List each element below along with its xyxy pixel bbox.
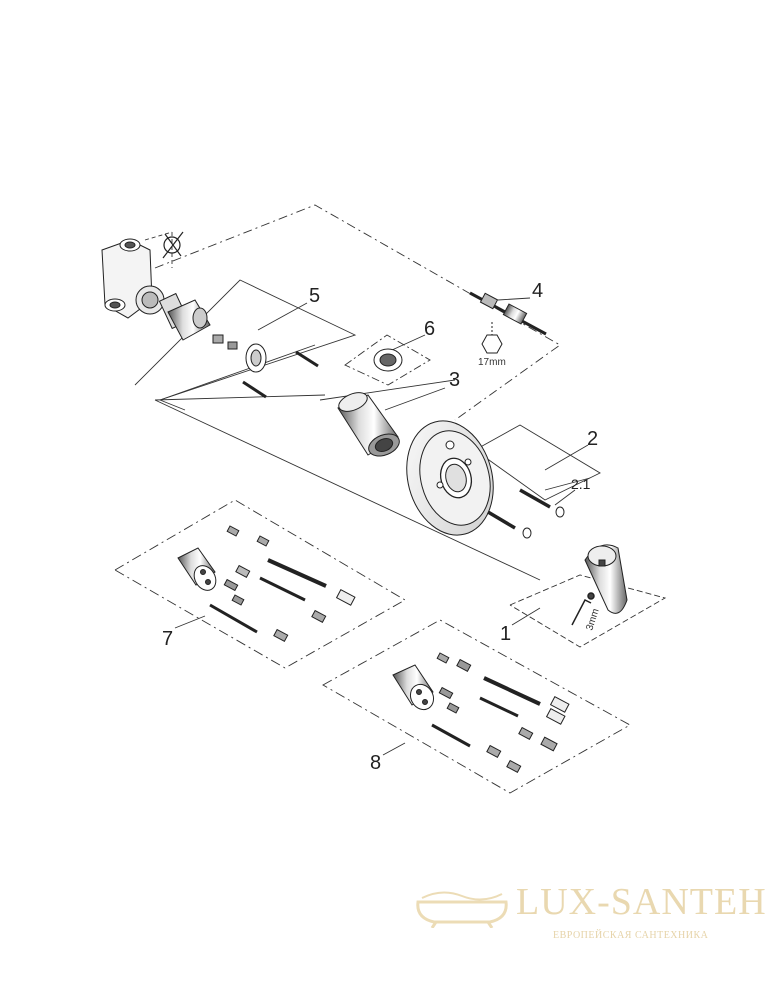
spindle-part (469, 291, 547, 354)
hex-key-size-label: 3mm (584, 607, 601, 632)
seal-part (373, 348, 403, 372)
wrench-size-label: 17mm (478, 357, 506, 368)
hex-key-tool (571, 592, 595, 626)
callout-5: 5 (309, 285, 320, 307)
callout-4: 4 (532, 280, 543, 302)
callout-7: 7 (162, 628, 173, 650)
cartridge-assembly (167, 299, 319, 399)
spare-kit-8 (392, 652, 570, 774)
callout-8: 8 (370, 752, 381, 774)
callout-2-1: 2.1 (571, 476, 591, 492)
callout-2: 2 (587, 428, 598, 450)
escutcheon-plate (406, 420, 494, 536)
callout-3: 3 (449, 369, 460, 391)
callout-6: 6 (424, 318, 435, 340)
bathtub-logo-icon (416, 891, 508, 928)
callout-leaders (174, 297, 589, 756)
not-included-icon (162, 231, 184, 259)
watermark-tagline: ЕВРОПЕЙСКАЯ САНТЕХНИКА (553, 930, 709, 941)
handle-lever (584, 544, 628, 614)
plate-screws (487, 488, 565, 539)
callout-1: 1 (500, 623, 511, 645)
sleeve-part (337, 392, 400, 457)
spare-kit-7 (177, 525, 356, 643)
watermark-brand: LUX-SANTEH (516, 881, 767, 923)
assembly-guide-lines (114, 204, 667, 794)
